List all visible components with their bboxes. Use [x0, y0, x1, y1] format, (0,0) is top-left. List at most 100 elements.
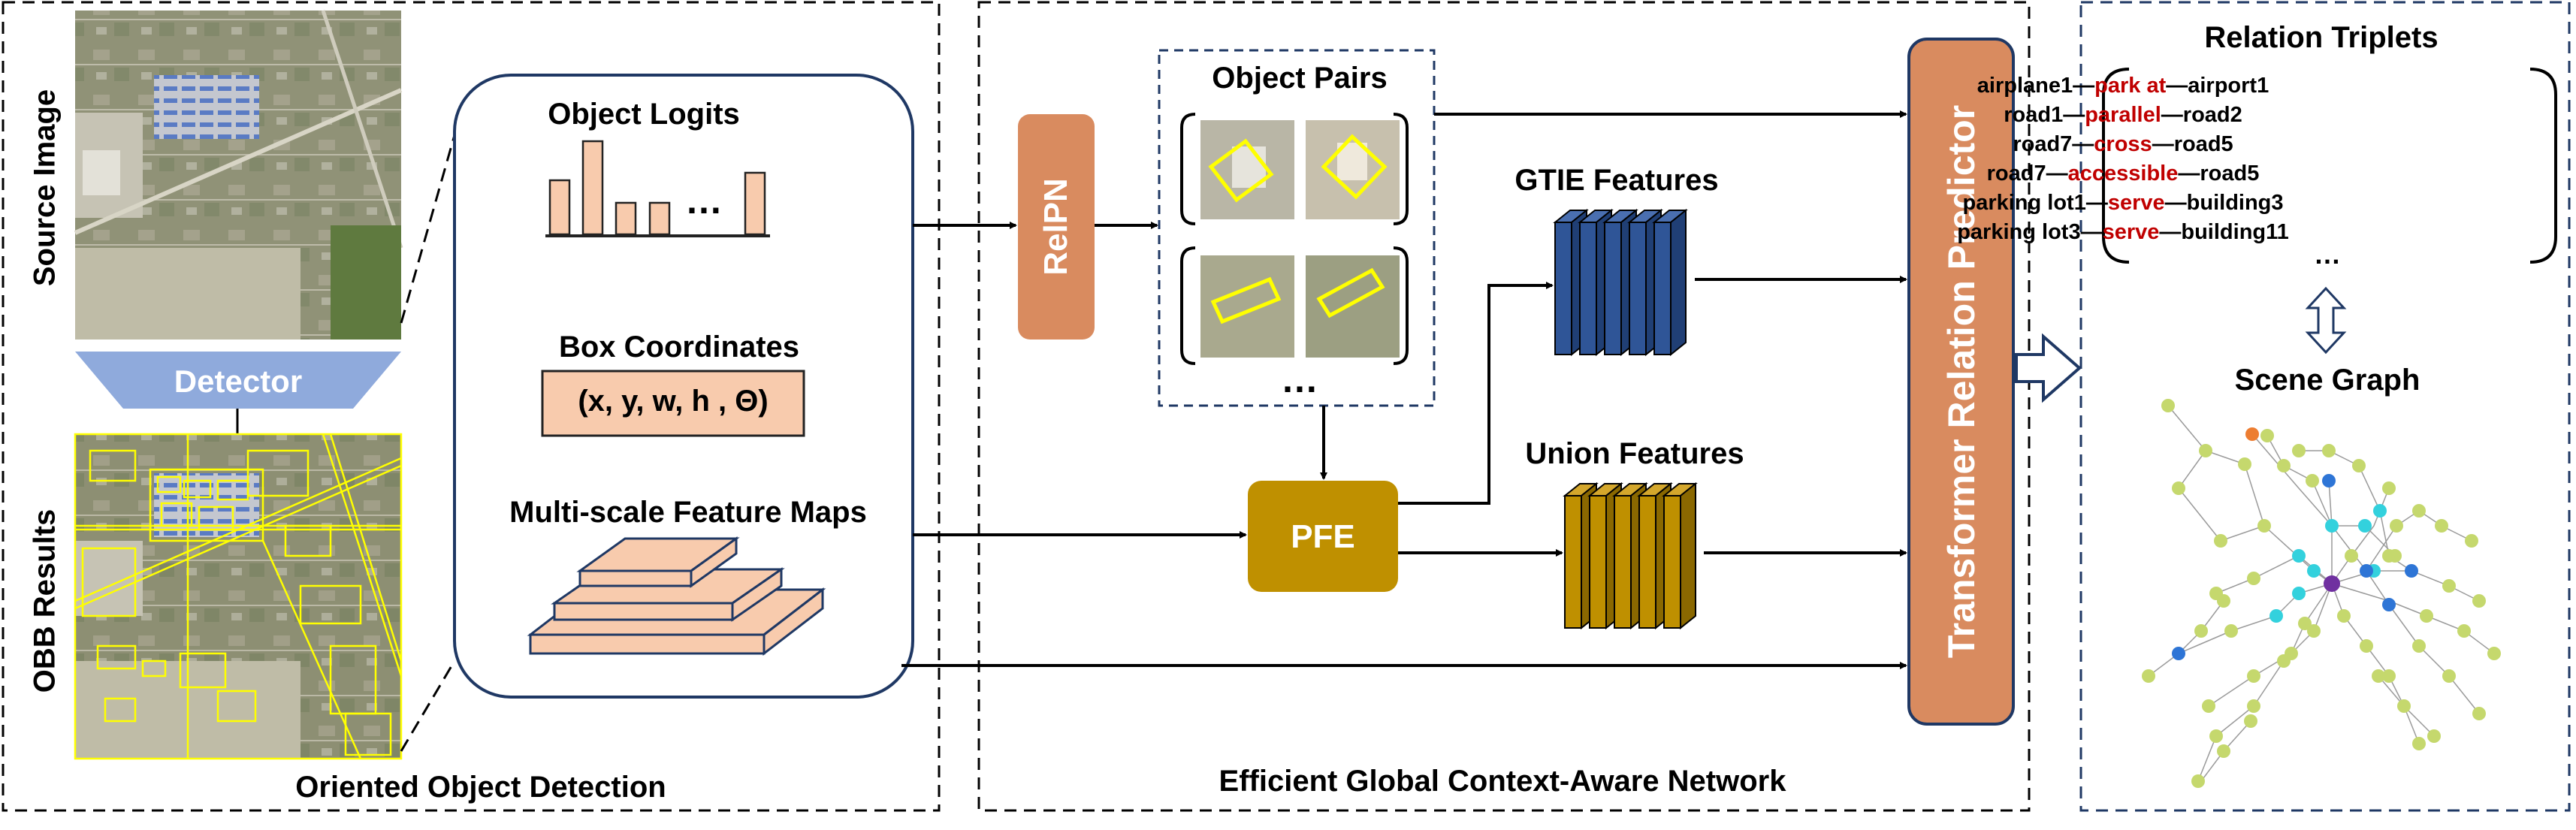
- triplet-relation: parallel: [2085, 103, 2161, 127]
- scene-graph-nodes: [2142, 399, 2501, 788]
- feature-maps-stack: [527, 536, 826, 656]
- graph-node: [2465, 534, 2478, 548]
- triplet-row: airplane1—park at—airport1: [1977, 74, 2269, 98]
- graph-node: [2217, 744, 2230, 758]
- triplets-braces: [2102, 68, 2557, 264]
- relpn-label: RelPN: [1037, 178, 1074, 276]
- graph-node: [2397, 699, 2411, 713]
- logit-bar: [548, 179, 571, 236]
- triplet-row: road7—cross—road5: [2013, 132, 2233, 156]
- bidirectional-hollow-arrow: [2305, 286, 2347, 355]
- output-hollow-arrow: [2015, 333, 2082, 403]
- graph-node: [2307, 624, 2321, 638]
- triplet-row: parking lot3—serve—building11: [1957, 220, 2289, 244]
- network-section-frame: [977, 1, 2031, 812]
- graph-node: [2427, 729, 2441, 743]
- triplet-relation: serve: [2102, 220, 2160, 244]
- object-pairs-frame: [1158, 49, 1436, 407]
- graph-node: [2161, 399, 2175, 412]
- graph-node: [2257, 519, 2271, 533]
- graph-node: [2487, 647, 2501, 660]
- graph-node: [2457, 624, 2471, 638]
- graph-node: [2373, 504, 2387, 518]
- graph-node: [2435, 519, 2448, 533]
- graph-node: [2209, 587, 2223, 600]
- graph-node: [2360, 639, 2373, 653]
- graph-node: [2472, 707, 2486, 720]
- obb-results-label: OBB Results: [28, 509, 62, 693]
- graph-node: [2292, 549, 2306, 563]
- graph-node: [2202, 699, 2215, 713]
- triplet-relation: accessible: [2067, 161, 2179, 186]
- object-logits-bars: [548, 140, 766, 236]
- graph-node: [2306, 474, 2319, 487]
- network-section-title: Efficient Global Context-Aware Network: [1219, 765, 1786, 798]
- box-coordinates-text: (x, y, w, h , Θ): [578, 385, 769, 418]
- triplet-relation: park at: [2094, 74, 2167, 98]
- graph-node: [2472, 594, 2486, 608]
- graph-node: [2325, 519, 2339, 533]
- graph-node: [2191, 774, 2205, 788]
- graph-node: [2352, 459, 2366, 472]
- union-feature-blocks: [1563, 481, 1698, 630]
- graph-node: [2247, 572, 2260, 585]
- graph-node: [2382, 598, 2396, 611]
- object-pair-thumbnails: [1200, 120, 1400, 358]
- graph-node: [2337, 609, 2351, 623]
- union-features-title: Union Features: [1525, 437, 1744, 470]
- graph-node: [2247, 699, 2260, 713]
- graph-node: [2247, 669, 2260, 683]
- detection-section-title: Oriented Object Detection: [295, 771, 666, 804]
- triplet-object: road5: [2173, 132, 2233, 156]
- gtie-features-title: GTIE Features: [1514, 164, 1719, 197]
- relation-triplets-title: Relation Triplets: [2204, 21, 2439, 54]
- graph-node: [2442, 669, 2456, 683]
- graph-node: [2322, 444, 2336, 457]
- graph-node: [2412, 737, 2426, 750]
- triplet-subject: parking lot1: [1962, 191, 2086, 215]
- graph-node: [2277, 459, 2291, 472]
- graph-node: [2442, 579, 2456, 593]
- pairs-ellipsis: …: [1281, 358, 1318, 400]
- detection-section-frame: [2, 1, 941, 812]
- graph-node: [2382, 669, 2396, 683]
- box-coordinates-title: Box Coordinates: [558, 330, 800, 364]
- triplet-subject: road7: [2013, 132, 2073, 156]
- graph-node: [2214, 534, 2227, 548]
- source-image-label: Source Image: [28, 89, 62, 287]
- flow-arrows: [901, 110, 1907, 669]
- object-pair-brackets: [1180, 113, 1409, 365]
- scene-graph: [2142, 399, 2501, 788]
- graph-node: [2172, 647, 2185, 660]
- logits-ellipsis: …: [685, 180, 723, 222]
- triplet-object: road5: [2200, 161, 2260, 186]
- triplet-row: parking lot1—serve—building3: [1962, 191, 2284, 215]
- pfe-label: PFE: [1291, 518, 1355, 555]
- graph-node: [2269, 609, 2283, 623]
- graph-node: [2358, 519, 2372, 533]
- graph-node: [2324, 575, 2340, 592]
- transformer-predictor-label: Transformer Relation Predictor: [1940, 104, 1983, 659]
- graph-node: [2388, 549, 2402, 563]
- box-coordinates-box: [541, 370, 805, 437]
- source-image: [74, 10, 403, 340]
- graph-node: [2412, 504, 2426, 518]
- graph-node: [2345, 549, 2358, 563]
- object-pairs-title: Object Pairs: [1212, 62, 1388, 95]
- transformer-predictor-box: [1907, 38, 2015, 726]
- gtie-feature-blocks: [1553, 208, 1688, 357]
- graph-node: [2412, 639, 2426, 653]
- graph-node: [2245, 427, 2259, 441]
- output-section-frame: [2079, 1, 2571, 812]
- triplet-subject: road7: [1986, 161, 2046, 186]
- graph-node: [2292, 444, 2306, 457]
- graph-node: [2405, 564, 2418, 578]
- logit-bar: [581, 140, 604, 236]
- graph-node: [2260, 429, 2274, 442]
- triplet-relation: cross: [2094, 132, 2152, 156]
- relpn-box: [1018, 114, 1095, 340]
- detector-trapezoid: [75, 352, 401, 409]
- graph-node: [2224, 624, 2238, 638]
